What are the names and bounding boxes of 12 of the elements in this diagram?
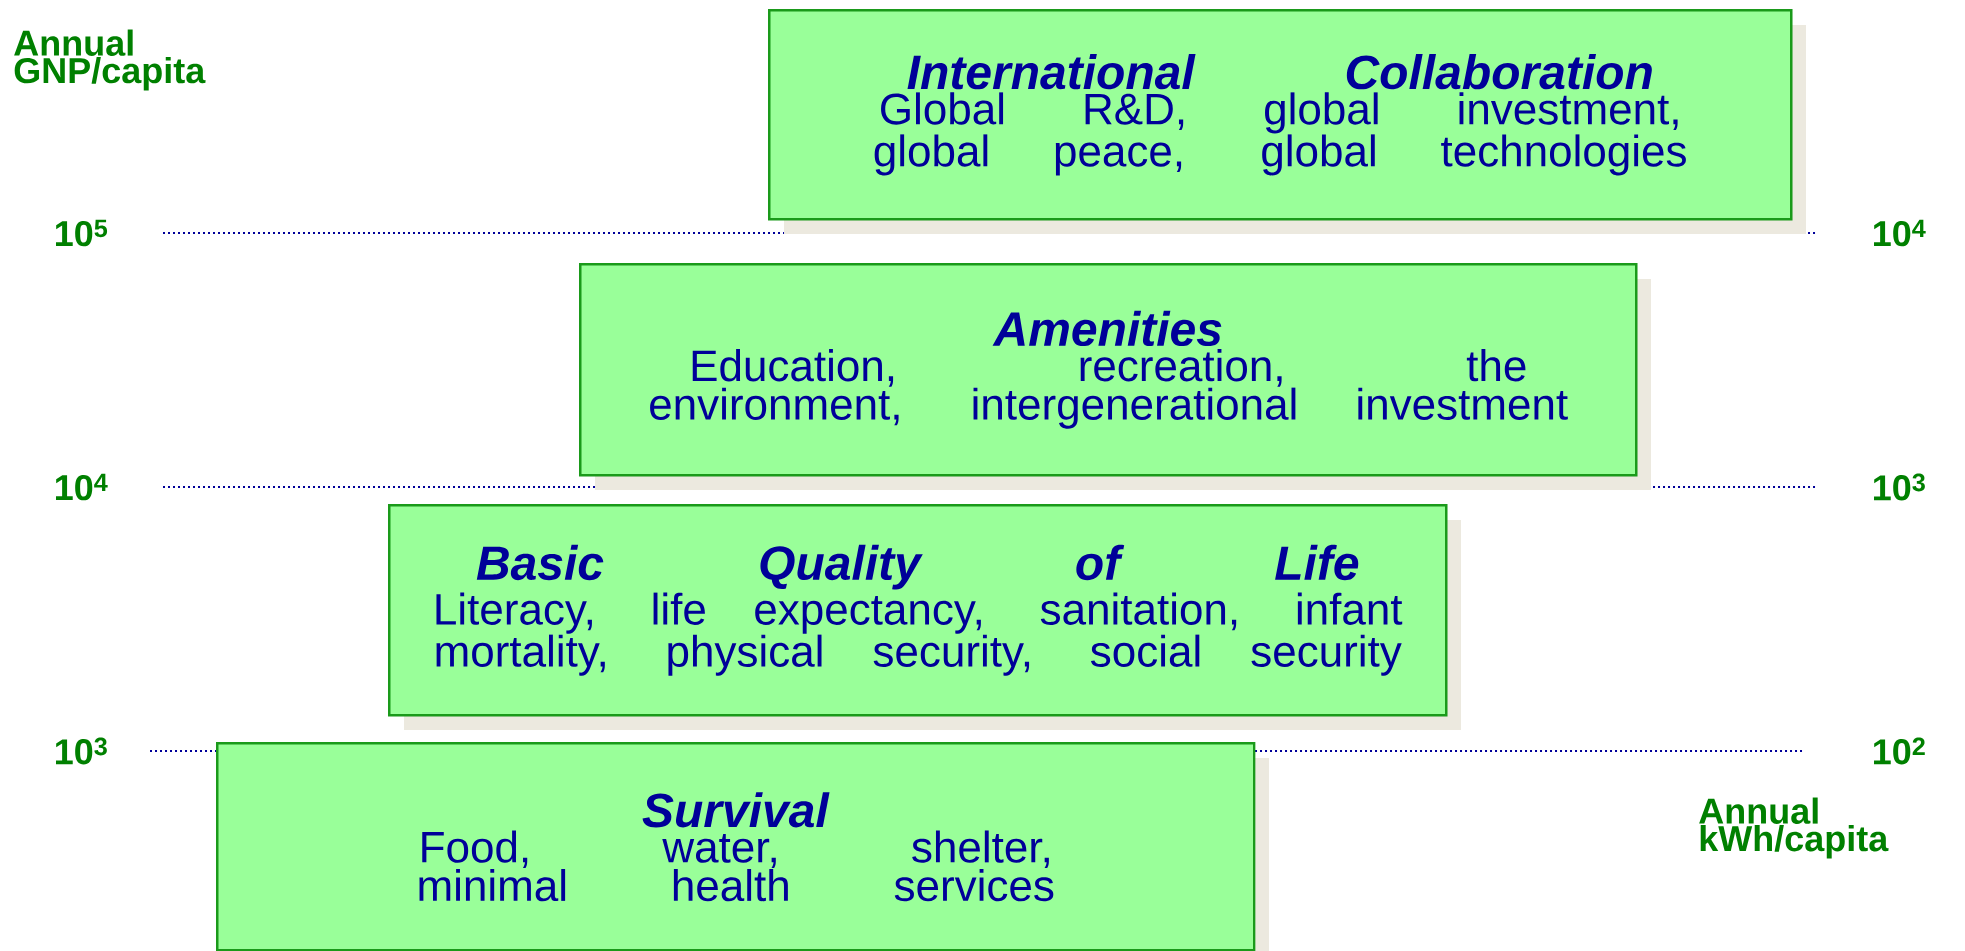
level-box: International Collaboration Global R&D, global investment, global peace, global technologies [768, 9, 1806, 234]
level-box: Survival Food, water, shelter, minimal health services [216, 742, 1269, 951]
axis-label: 10$^{4}$ [56, 473, 108, 501]
axis-label: 10$^{5}$ [56, 219, 108, 247]
axis-label: 10$^{2}$ [1874, 737, 1925, 765]
level-box: Basic Quality of Life Literacy, life expectancy, sanitation, infant mortality, physical security, social security [388, 504, 1461, 730]
axis-label: Annual GNP/capita [14, 29, 206, 91]
axis-label: 10$^{3}$ [56, 737, 107, 765]
axis-label: 10$^{4}$ [1874, 219, 1926, 247]
axis-label: Annual kWh/capita [1699, 797, 1889, 859]
level-box: Amenities Education, recreation, the environment, intergenerational investment [579, 263, 1651, 490]
axis-label: 10$^{3}$ [1874, 473, 1925, 501]
